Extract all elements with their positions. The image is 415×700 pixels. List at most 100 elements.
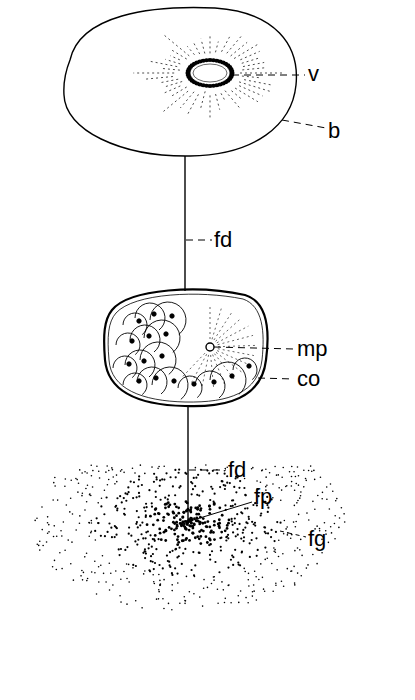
stipple-dot — [98, 581, 100, 583]
leader-line — [214, 347, 294, 349]
coil — [137, 367, 167, 394]
leader-line — [258, 378, 294, 379]
stipple-dot — [120, 601, 122, 603]
stipple-dot — [252, 595, 254, 597]
coil — [152, 367, 188, 399]
stipple-dot — [205, 535, 208, 538]
coil — [195, 371, 225, 398]
stipple-dot — [155, 548, 157, 550]
stipple-dot — [112, 469, 114, 471]
stipple-dot — [54, 485, 56, 487]
leader-line — [232, 75, 305, 76]
stipple-dot — [291, 481, 293, 483]
stipple-dot — [138, 516, 140, 518]
stipple-dot — [321, 552, 323, 554]
stipple-dot — [163, 608, 165, 610]
ring-dot — [229, 69, 234, 73]
stipple-dot — [94, 530, 96, 532]
stipple-dot — [186, 509, 189, 512]
stipple-dot — [245, 597, 247, 599]
stipple-dot — [41, 506, 43, 508]
leader-line — [186, 240, 212, 241]
stipple-dot — [124, 549, 126, 551]
stipple-dot — [91, 520, 93, 522]
stipple-dot — [293, 521, 295, 523]
stipple-dot — [70, 480, 72, 482]
radial-mark — [213, 355, 225, 385]
stipple-dot — [199, 596, 201, 598]
stipple-dot — [198, 523, 201, 526]
stipple-dot — [54, 477, 56, 479]
stipple-dot — [108, 479, 110, 481]
stipple-dot — [144, 548, 146, 550]
stipple-dot — [276, 521, 278, 523]
stipple-dot — [56, 569, 58, 571]
stipple-dot — [158, 528, 161, 531]
stipple-dot — [168, 561, 170, 563]
stipple-dot — [320, 477, 322, 479]
stipple-dot — [144, 510, 146, 512]
stipple-dot — [267, 511, 269, 513]
stipple-dot — [184, 472, 186, 474]
stipple-dot — [65, 478, 67, 480]
stipple-dot — [237, 564, 239, 566]
stipple-dot — [154, 562, 156, 564]
stipple-dot — [258, 579, 260, 581]
stipple-dot — [135, 523, 137, 525]
stipple-dot — [114, 536, 116, 538]
part-label: fp — [254, 486, 272, 508]
stipple-dot — [243, 487, 245, 489]
stipple-dot — [137, 485, 139, 487]
stipple-dot — [213, 520, 216, 523]
stipple-dot — [248, 585, 250, 587]
stipple-dot — [293, 471, 295, 473]
stipple-dot — [193, 477, 195, 479]
stipple-dot — [209, 499, 211, 501]
stipple-dot — [171, 609, 173, 611]
stipple-dot — [138, 478, 140, 480]
stipple-dot — [138, 475, 140, 477]
stipple-dot — [208, 504, 211, 507]
stipple-dot — [116, 507, 118, 509]
stipple-dot — [159, 532, 162, 535]
stipple-dot — [112, 476, 114, 478]
stipple-dot — [173, 522, 176, 525]
stipple-dot — [322, 492, 324, 494]
stipple-dot — [157, 468, 159, 470]
stipple-dot — [198, 552, 200, 554]
stipple-dot — [105, 496, 107, 498]
stipple-dot — [148, 543, 150, 545]
coil — [113, 356, 137, 378]
stipple-dot — [243, 540, 245, 542]
stipple-dot — [275, 582, 277, 584]
radial-mark — [218, 349, 254, 356]
stipple-dot — [314, 508, 316, 510]
stipple-dot — [119, 495, 121, 497]
stipple-dot — [195, 513, 198, 516]
stipple-dot — [76, 479, 78, 481]
stipple-dot — [64, 485, 66, 487]
stipple-dot — [326, 486, 328, 488]
stipple-dot — [228, 519, 231, 522]
radial-mark — [243, 62, 264, 66]
stipple-dot — [119, 554, 121, 556]
stipple-dot — [224, 488, 226, 490]
stipple-dot — [291, 570, 293, 572]
stipple-dot — [256, 480, 258, 482]
stipple — [34, 464, 345, 610]
stipple-dot — [273, 550, 275, 552]
stipple-dot — [293, 566, 295, 568]
stipple-dot — [283, 533, 285, 535]
stipple-dot — [237, 595, 239, 597]
stipple-dot — [199, 542, 202, 545]
stipple-dot — [81, 472, 83, 474]
stipple-dot — [192, 488, 194, 490]
radial-mark — [191, 354, 206, 383]
stipple-dot — [149, 515, 152, 518]
stipple-dot — [148, 569, 150, 571]
stipple-dot — [89, 493, 91, 495]
leader-line — [189, 470, 226, 471]
stipple-dot — [185, 473, 187, 475]
stipple-dot — [289, 471, 291, 473]
